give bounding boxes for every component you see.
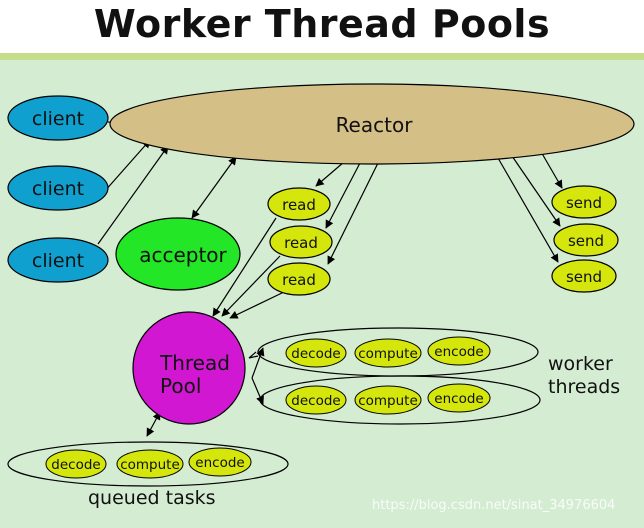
acceptor-label: acceptor: [139, 243, 227, 267]
send-node-3: [551, 259, 617, 293]
reactor-label: Reactor: [336, 113, 414, 137]
task-compute-w2-label: compute: [358, 393, 418, 409]
arrow-reactor-send2: [511, 155, 561, 227]
thread-pool-label-1: Thread: [159, 351, 230, 375]
arrow-pool-worker1-line: [251, 347, 265, 379]
send-label-2: send: [568, 232, 604, 250]
arrow-reactor-read3: [327, 162, 379, 265]
read-node-2: [269, 225, 333, 259]
queued-compute: [116, 449, 184, 479]
title-rule: [0, 53, 644, 60]
arrow-read2-pool: [221, 255, 281, 317]
task-encode-w1-label: encode: [434, 344, 483, 360]
send-node-1: [551, 185, 617, 219]
task-decode-w2: [285, 385, 347, 415]
arrow-pool-queue: [146, 411, 161, 437]
arrow-client3-reactor: [97, 145, 169, 245]
queued-tasks-label: queued tasks: [88, 487, 216, 509]
send-node-2: [553, 223, 619, 257]
watermark: https://blog.csdn.net/sinat_34976604: [372, 498, 616, 513]
arrow-reactor-send3: [497, 157, 559, 263]
task-decode-w1-label: decode: [291, 346, 340, 362]
acceptor-node: [115, 217, 241, 291]
queued-decode: [45, 449, 107, 479]
read-label-1: read: [282, 196, 316, 214]
queued-decode-label: decode: [51, 457, 100, 473]
task-decode-w1: [285, 338, 347, 368]
task-compute-w1-label: compute: [358, 346, 418, 362]
queued-encode: [188, 447, 252, 477]
arrow-pool-worker1: [248, 351, 259, 359]
task-encode-w1: [427, 336, 491, 366]
client-label-2: client: [32, 178, 84, 200]
arrow-acceptor-reactor: [191, 156, 237, 219]
queued-tasks-group: [7, 441, 289, 487]
client-node-3: [7, 237, 109, 283]
task-decode-w2-label: decode: [291, 393, 340, 409]
task-encode-w2-label: encode: [434, 391, 483, 407]
client-label-3: client: [32, 250, 84, 272]
read-label-3: read: [282, 271, 316, 289]
thread-pool-label-2: Pool: [160, 374, 201, 398]
title-bar: [0, 0, 644, 56]
worker-thread-2: [259, 375, 541, 425]
arrow-reactor-send1: [539, 149, 563, 189]
reactor-node: [109, 83, 635, 165]
arrow-read3-pool: [229, 291, 285, 319]
arrow-pool-worker2-line: [251, 377, 264, 405]
worker-threads-label-2: threads: [548, 376, 620, 398]
arrow-reactor-read1: [315, 161, 345, 187]
arrow-reactor-read2: [325, 162, 361, 229]
thread-pool-node: [132, 311, 246, 425]
task-encode-w2: [427, 383, 491, 413]
arrow-read1-pool: [212, 217, 277, 317]
read-node-3: [267, 262, 331, 296]
task-compute-w2: [354, 385, 422, 415]
connectors: [97, 119, 563, 437]
page-title: Worker Thread Pools: [93, 2, 551, 46]
task-compute-w1: [354, 338, 422, 368]
queued-encode-label: encode: [195, 455, 244, 471]
worker-threads-label-1: worker: [548, 353, 613, 375]
queued-compute-label: compute: [120, 457, 180, 473]
client-label-1: client: [32, 108, 84, 130]
client-node-2: [7, 165, 109, 211]
client-node-1: [7, 95, 109, 141]
read-label-2: read: [284, 234, 318, 252]
send-label-1: send: [566, 194, 602, 212]
arrow-client2-reactor: [103, 139, 151, 193]
send-label-3: send: [566, 268, 602, 286]
read-node-1: [267, 187, 331, 221]
